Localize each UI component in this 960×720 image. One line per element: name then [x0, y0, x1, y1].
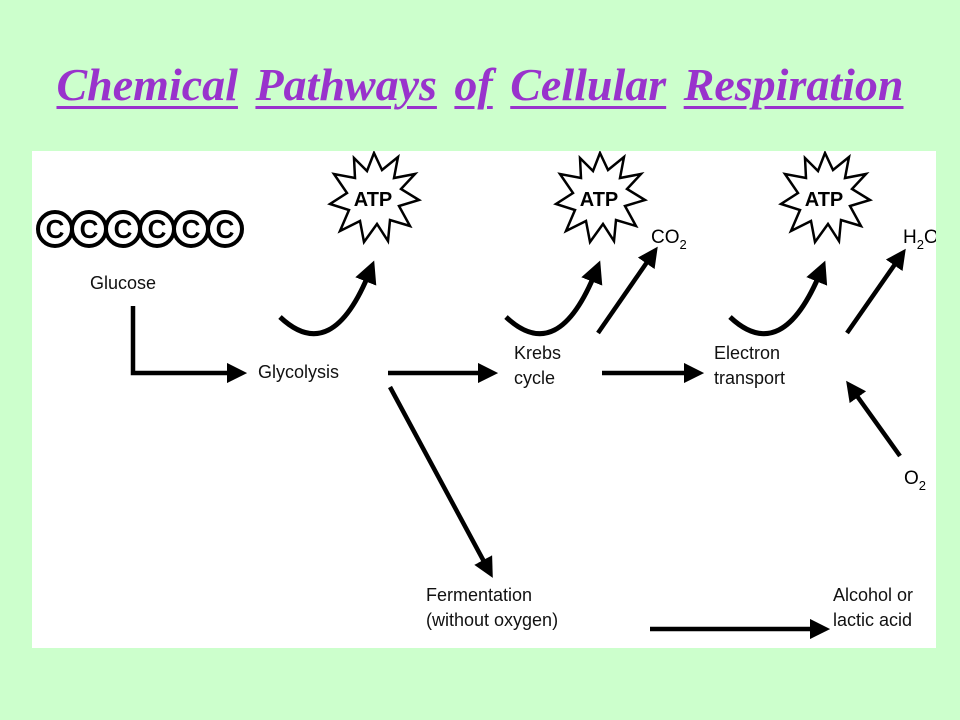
arrow-glycolysis-to-fermentation	[388, 385, 493, 578]
electron-line-2: transport	[714, 368, 786, 388]
atp-curve-arrow-glycolysis	[278, 260, 377, 337]
alcohol-line-2: lactic acid	[833, 610, 913, 630]
carbon-atom-4: C	[138, 210, 176, 248]
carbon-atom-5: C	[172, 210, 210, 248]
electron-transport-label: Electron transport	[714, 341, 785, 391]
svg-text:ATP: ATP	[805, 189, 844, 211]
fermentation-label: Fermentation (without oxygen)	[426, 583, 558, 633]
title-word-pathways[interactable]: Pathways	[255, 59, 437, 110]
fermentation-line-1: Fermentation	[426, 585, 533, 605]
glucose-carbon-chain: C C C C C C	[36, 210, 244, 248]
carbon-atom-3: C	[104, 210, 142, 248]
title-word-respiration[interactable]: Respiration	[683, 59, 904, 110]
svg-text:C: C	[80, 214, 99, 244]
svg-text:C: C	[216, 214, 235, 244]
svg-text:C: C	[46, 214, 65, 244]
respiration-diagram: C C C C C C ATP ATP ATP	[32, 151, 936, 648]
carbon-atom-6: C	[206, 210, 244, 248]
title-word-chemical[interactable]: Chemical	[56, 59, 238, 110]
glycolysis-label: Glycolysis	[258, 362, 340, 382]
krebs-line-2: cycle	[514, 368, 556, 388]
carbon-atom-1: C	[36, 210, 74, 248]
svg-text:C: C	[182, 214, 201, 244]
title-word-cellular[interactable]: Cellular	[510, 59, 667, 110]
atp-burst-krebs: ATP	[553, 151, 649, 246]
carbon-atom-2: C	[70, 210, 108, 248]
krebs-cycle-label: Krebs cycle	[514, 341, 561, 391]
alcohol-line-1: Alcohol or	[833, 585, 914, 605]
svg-text:C: C	[148, 214, 167, 244]
arrow-glucose-to-glycolysis	[130, 306, 248, 384]
svg-text:C: C	[114, 214, 133, 244]
title-word-of[interactable]: of	[454, 59, 493, 110]
diagram-graphics: C C C C C C ATP ATP ATP	[36, 151, 936, 640]
electron-line-1: Electron	[714, 343, 781, 363]
h2o-label: H2O	[903, 227, 936, 252]
atp-burst-electron-transport: ATP	[778, 151, 874, 246]
arrow-o2-to-electron	[846, 380, 902, 458]
fermentation-line-2: (without oxygen)	[426, 610, 559, 630]
arrow-electron-to-h2o	[845, 248, 906, 335]
arrow-krebs-to-co2	[596, 246, 658, 335]
krebs-line-1: Krebs	[514, 343, 562, 363]
atp-burst-glycolysis: ATP	[327, 151, 423, 246]
alcohol-lactic-acid-label: Alcohol or lactic acid	[833, 583, 913, 633]
svg-text:ATP: ATP	[580, 189, 619, 211]
atp-curve-arrow-electron	[728, 260, 828, 337]
atp-curve-arrow-krebs	[504, 260, 603, 337]
co2-label: CO2	[651, 227, 687, 252]
glucose-label: Glucose	[90, 273, 157, 293]
o2-label: O2	[904, 468, 926, 493]
slide-title: Chemical Pathways of Cellular Respiratio…	[0, 58, 960, 111]
svg-text:ATP: ATP	[354, 189, 393, 211]
